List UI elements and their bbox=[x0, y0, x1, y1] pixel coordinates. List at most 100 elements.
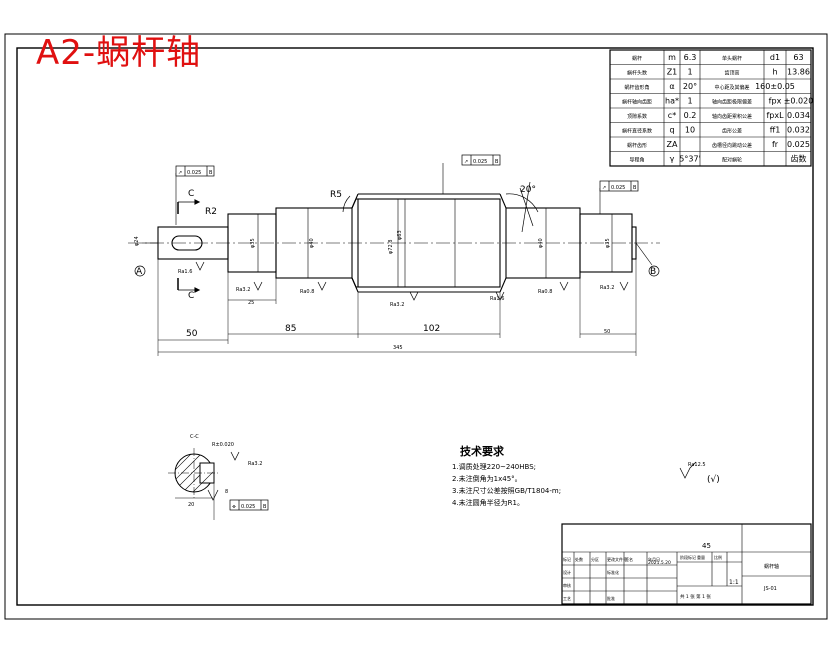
fcf-sym-2: ↗ bbox=[464, 159, 468, 165]
tech-req-4: 4.未注圆角半径为R1。 bbox=[452, 498, 524, 507]
title-block-date: 2021.5.20 bbox=[648, 560, 671, 566]
stage-col: 比例 bbox=[714, 554, 722, 560]
datum-a-marker bbox=[134, 265, 146, 277]
r2-label: R2 bbox=[205, 207, 217, 217]
param-cell: 63 bbox=[793, 53, 803, 62]
roughness-4: Ra3.2 bbox=[390, 302, 404, 308]
inner-frame bbox=[16, 47, 814, 606]
fcf-val-4: 0.025 bbox=[241, 504, 255, 510]
param-cell: 齿槽径向跳动公差 bbox=[712, 142, 752, 149]
title-block-cell: 审核 bbox=[563, 582, 571, 588]
roughness-1: Ra1.6 bbox=[178, 269, 192, 275]
dim-25: 25 bbox=[248, 300, 254, 306]
param-cell: 蜗杆轴向齿距 bbox=[622, 98, 652, 105]
fcf-ref-2: B bbox=[495, 159, 499, 165]
param-cell: 轴向齿距极限偏差 bbox=[712, 98, 752, 105]
roughness-marks bbox=[195, 261, 697, 501]
param-cell: 蜗杆齿形角 bbox=[624, 84, 649, 91]
section-tol: R±0.020 bbox=[212, 442, 234, 448]
title-block-cell: 标准化 bbox=[607, 569, 619, 575]
param-cell: 0.2 bbox=[684, 111, 697, 120]
param-cell: ff1 bbox=[770, 125, 781, 134]
param-cell: Z1 bbox=[667, 67, 678, 76]
dim-345: 345 bbox=[393, 345, 403, 351]
dim-50: 50 bbox=[186, 329, 198, 339]
title-block-cell: 年月日 bbox=[648, 556, 660, 562]
angle-label: 20° bbox=[520, 185, 536, 195]
param-cell: 1 bbox=[687, 67, 692, 76]
datum-a-label: A bbox=[136, 267, 143, 277]
fcf-ref-4: B bbox=[263, 504, 267, 510]
drawing-title: A2-蜗杆轴 bbox=[36, 33, 202, 73]
param-cell: 导程角 bbox=[629, 156, 644, 163]
fcf-sym-1: ↗ bbox=[178, 170, 182, 176]
datum-b-marker bbox=[648, 265, 660, 277]
section-dim-20: 20 bbox=[188, 502, 194, 508]
fcf-ref-1: B bbox=[209, 170, 213, 176]
fcf-val-3: 0.025 bbox=[611, 185, 625, 191]
param-cell: 轴向齿距累积公差 bbox=[712, 113, 752, 120]
dia-4b: φ63 bbox=[397, 230, 403, 240]
section-view-cc bbox=[168, 448, 220, 520]
general-finish: Ra12.5 bbox=[688, 462, 706, 468]
roughness-2: Ra3.2 bbox=[236, 287, 250, 293]
dia-1: φ24 bbox=[134, 236, 140, 246]
param-cell: 齿数 bbox=[791, 153, 807, 163]
param-cell: m bbox=[668, 53, 676, 62]
title-block-cell: 处数 bbox=[575, 556, 583, 562]
title-block-material: 45 bbox=[702, 542, 711, 550]
title-block-cell: 批准 bbox=[607, 595, 615, 601]
param-cell: α bbox=[669, 82, 674, 91]
title-block-cell: 工艺 bbox=[563, 596, 571, 601]
title-block-cell: 签名 bbox=[625, 556, 633, 562]
param-cell: 蜗杆齿形 bbox=[627, 142, 647, 149]
worm-shaft-view bbox=[128, 163, 660, 356]
r5-label-left: R5 bbox=[330, 190, 342, 200]
param-cell: h bbox=[772, 67, 777, 76]
dim-85: 85 bbox=[285, 324, 296, 334]
fcf-val-2: 0.025 bbox=[473, 159, 487, 165]
title-block-scale: 1:1 bbox=[729, 579, 739, 586]
dia-4: φ72.8 bbox=[388, 240, 394, 254]
roughness-section: Ra3.2 bbox=[248, 461, 262, 467]
dim-102: 102 bbox=[423, 324, 440, 334]
param-cell: 13.86 bbox=[787, 67, 810, 76]
param-cell: q bbox=[669, 125, 674, 134]
fcf-ref-3: B bbox=[633, 185, 637, 191]
section-title: C-C bbox=[190, 434, 199, 440]
datum-b-label: B bbox=[650, 267, 656, 277]
fcf-sym-3: ↗ bbox=[602, 185, 606, 191]
param-cell: fpx bbox=[769, 96, 782, 105]
title-block: 标记处数分区更改文件号签名年月日设计标准化审核工艺批准阶段标记重量比例45蜗杆轴… bbox=[561, 523, 812, 605]
roughness-6: Ra0.8 bbox=[538, 289, 552, 295]
title-block-cell: 标记 bbox=[563, 556, 571, 562]
param-cell: 0.032 bbox=[787, 125, 810, 134]
outer-frame bbox=[4, 33, 828, 620]
param-cell: 蜗杆直径系数 bbox=[622, 127, 652, 134]
param-cell: 10 bbox=[685, 125, 695, 134]
tech-req-heading: 技术要求 bbox=[460, 444, 505, 458]
fcf-sym-4: ⌯ bbox=[232, 504, 236, 510]
dia-2: φ35 bbox=[250, 238, 256, 248]
title-block-drawing-no: JS-01 bbox=[763, 586, 777, 592]
dia-5: φ40 bbox=[538, 238, 544, 248]
param-cell: ZA bbox=[667, 140, 678, 149]
param-cell: 配对蜗轮 bbox=[722, 156, 742, 163]
param-cell: ±0.020 bbox=[784, 96, 814, 105]
param-cell: 中心距及其偏差 bbox=[714, 84, 749, 91]
title-block-cell: 设计 bbox=[563, 569, 571, 575]
param-cell: 0.034 bbox=[787, 111, 810, 120]
param-cell: 顶隙系数 bbox=[627, 113, 647, 120]
param-cell: d1 bbox=[770, 53, 780, 62]
param-cell: 齿形公差 bbox=[722, 127, 742, 134]
tech-req-2: 2.未注倒角为1x45°。 bbox=[452, 474, 522, 483]
dim-right: 50 bbox=[604, 329, 610, 335]
fcf-val-1: 0.025 bbox=[187, 170, 201, 176]
param-cell: fr bbox=[772, 140, 779, 149]
keyway-slot bbox=[171, 235, 203, 251]
param-cell: 5°37' bbox=[679, 154, 700, 163]
dia-6: φ35 bbox=[605, 238, 611, 248]
dia-3: φ40 bbox=[309, 238, 315, 248]
